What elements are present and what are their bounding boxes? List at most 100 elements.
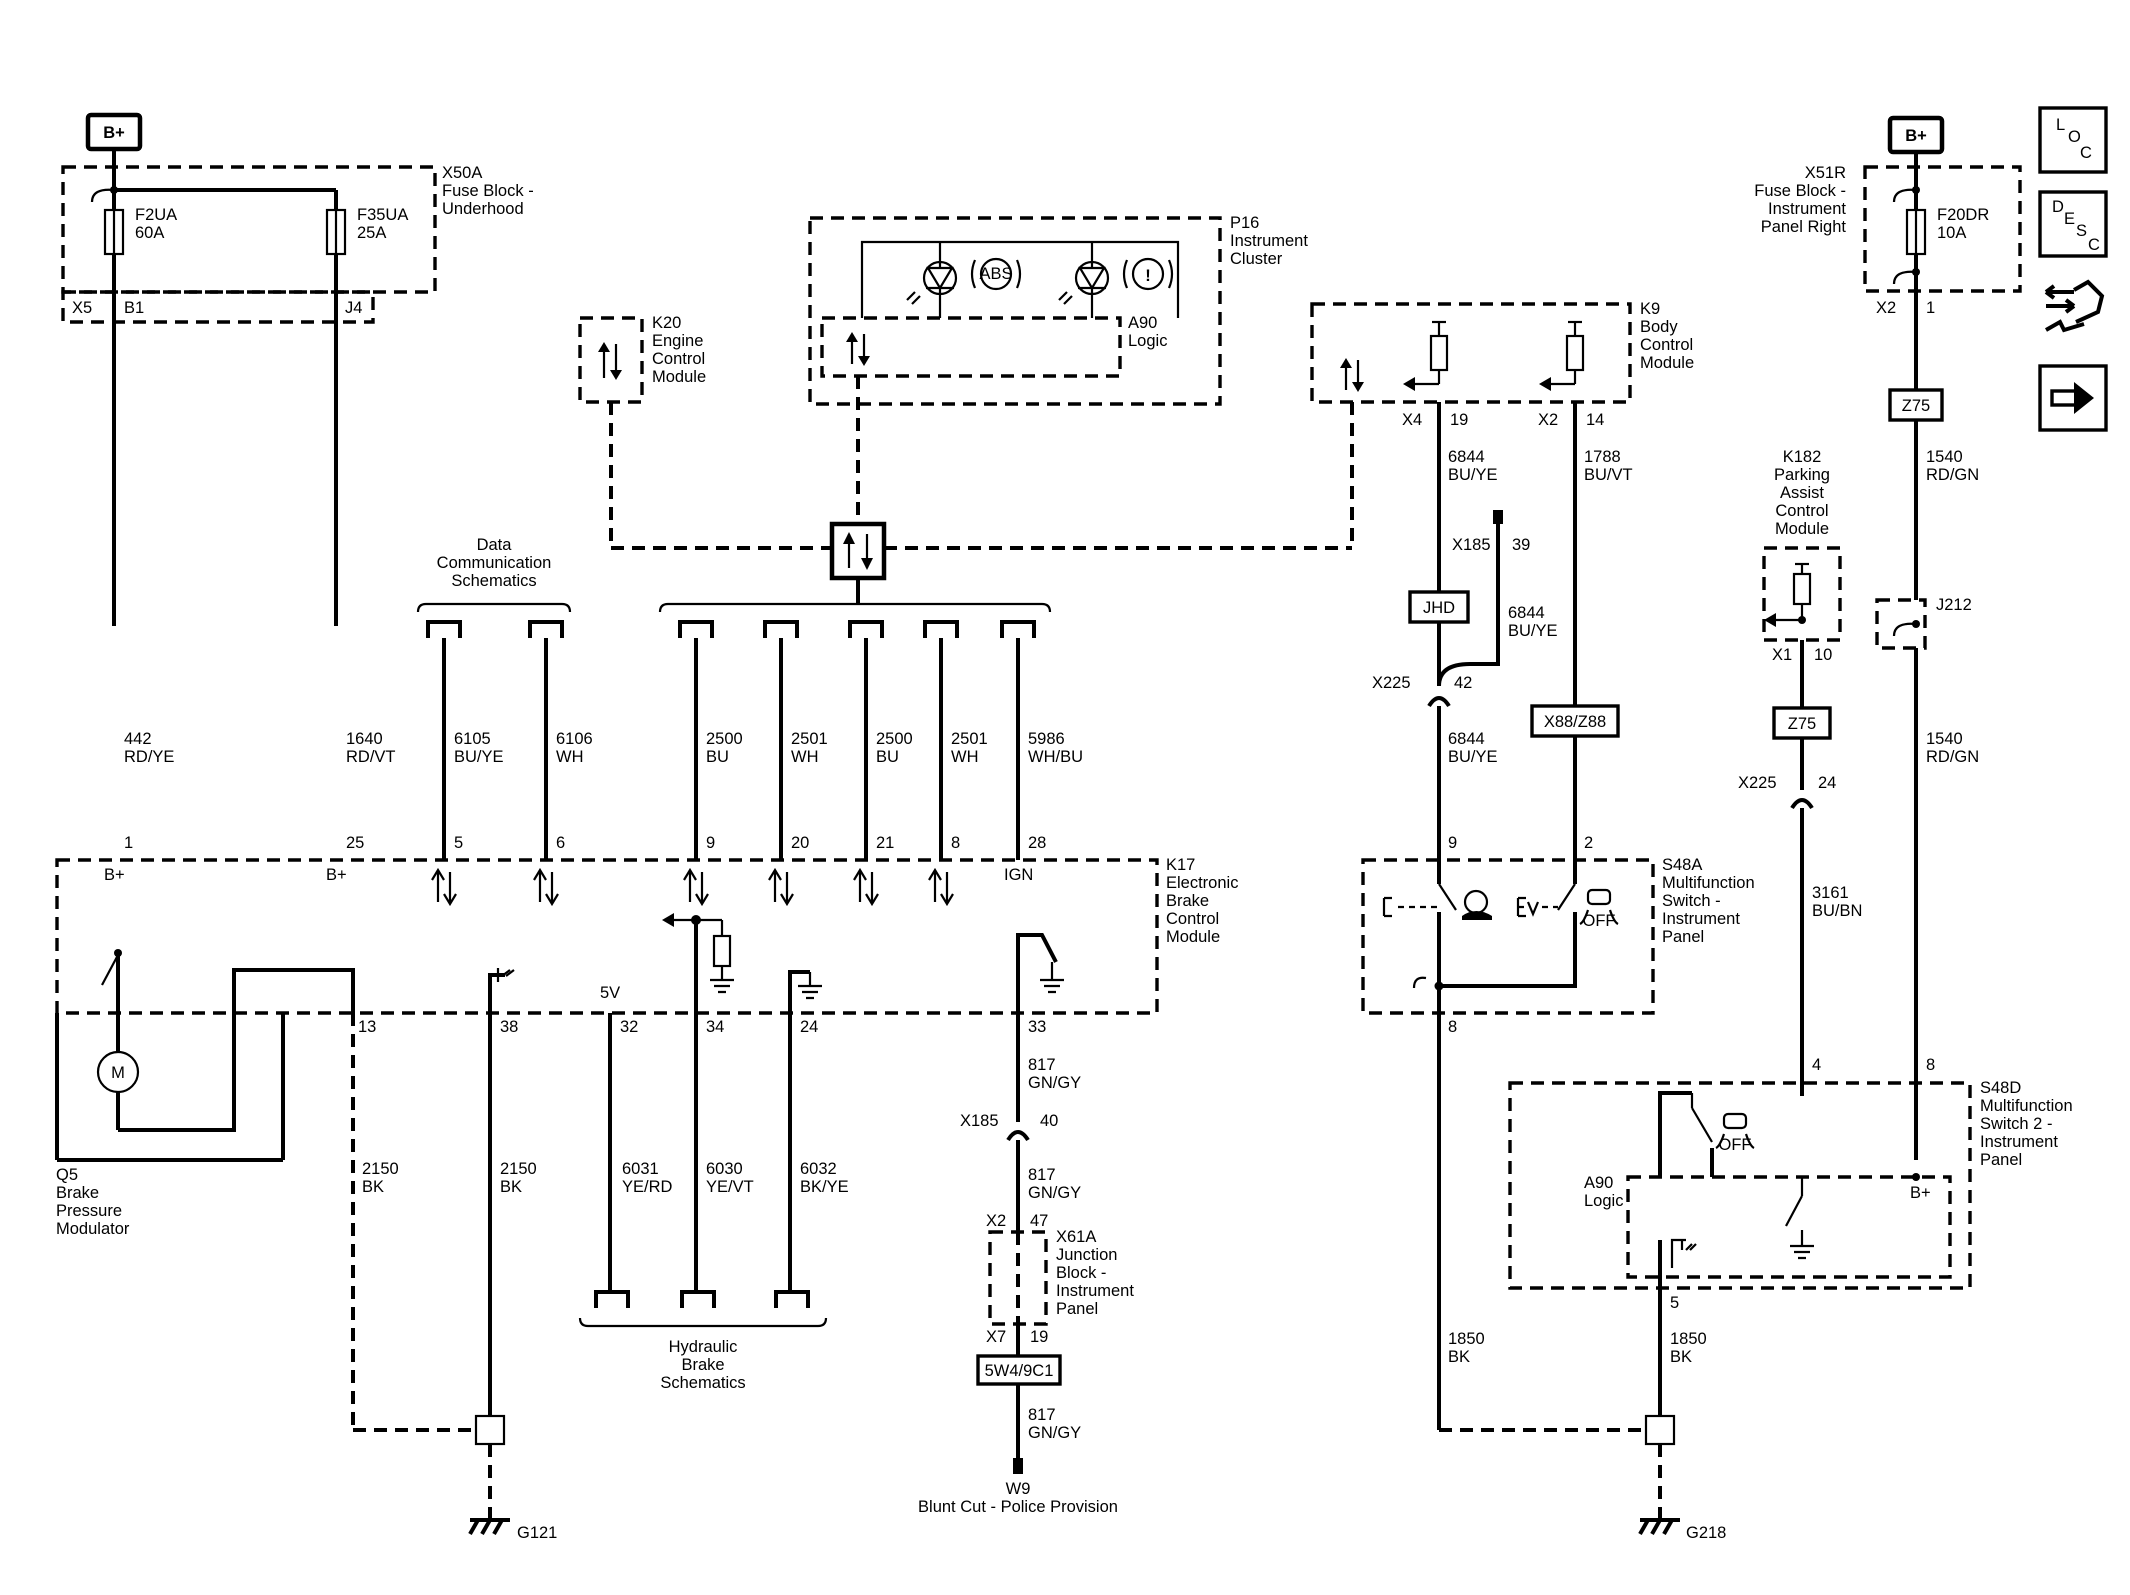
nav-description-button[interactable]: D E S C: [2038, 190, 2108, 258]
svg-text:X2: X2: [986, 1212, 1006, 1230]
svg-text:BU/YE: BU/YE: [1448, 466, 1498, 484]
svg-text:Brake: Brake: [681, 1356, 724, 1374]
svg-text:38: 38: [500, 1018, 518, 1036]
svg-text:1: 1: [124, 834, 133, 852]
svg-text:Fuse Block -: Fuse Block -: [442, 182, 534, 200]
svg-text:Brake: Brake: [1166, 892, 1209, 910]
svg-text:2501: 2501: [951, 730, 988, 748]
svg-text:60A: 60A: [135, 224, 164, 242]
svg-text:Block -: Block -: [1056, 1264, 1106, 1282]
svg-text:6032: 6032: [800, 1160, 837, 1178]
svg-text:Logic: Logic: [1128, 332, 1167, 350]
svg-text:Brake: Brake: [56, 1184, 99, 1202]
svg-text:X2: X2: [1876, 299, 1896, 317]
next-page-button[interactable]: [2038, 364, 2108, 432]
connector-tool-icon[interactable]: [2044, 279, 2105, 333]
svg-text:Schematics: Schematics: [451, 572, 536, 590]
svg-text:6844: 6844: [1448, 448, 1485, 466]
data-communication-schematics: Data Communication Schematics: [416, 536, 1052, 638]
svg-text:X50A: X50A: [442, 164, 482, 182]
svg-text:G218: G218: [1686, 1524, 1726, 1542]
svg-text:YE/VT: YE/VT: [706, 1178, 754, 1196]
svg-text:GN/GY: GN/GY: [1028, 1184, 1081, 1202]
svg-text:817: 817: [1028, 1166, 1056, 1184]
svg-text:Panel Right: Panel Right: [1761, 218, 1847, 236]
svg-text:Instrument: Instrument: [1662, 910, 1740, 928]
svg-text:Multifunction: Multifunction: [1980, 1097, 2073, 1115]
ebcm-module: K17 Electronic Brake Control Module 1 25…: [55, 834, 1238, 1238]
svg-text:BU/YE: BU/YE: [1448, 748, 1498, 766]
svg-text:Body: Body: [1640, 318, 1678, 336]
svg-text:BU: BU: [876, 748, 899, 766]
svg-text:47: 47: [1030, 1212, 1048, 1230]
svg-text:817: 817: [1028, 1056, 1056, 1074]
svg-text:8: 8: [1926, 1056, 1935, 1074]
svg-text:25A: 25A: [357, 224, 386, 242]
svg-text:WH/BU: WH/BU: [1028, 748, 1083, 766]
svg-text:F20DR: F20DR: [1937, 206, 1989, 224]
svg-text:C: C: [2088, 236, 2100, 254]
svg-text:M: M: [111, 1064, 125, 1082]
svg-text:20: 20: [791, 834, 809, 852]
svg-text:B+: B+: [103, 124, 125, 142]
svg-text:Cluster: Cluster: [1230, 250, 1283, 268]
switch-s48a: S48A Multifunction Switch - Instrument P…: [1361, 834, 1755, 1036]
svg-text:Instrument: Instrument: [1980, 1133, 2058, 1151]
svg-text:F35UA: F35UA: [357, 206, 408, 224]
svg-text:B+: B+: [104, 866, 125, 884]
svg-text:S: S: [2076, 222, 2087, 240]
svg-text:X7: X7: [986, 1328, 1006, 1346]
svg-text:1850: 1850: [1448, 1330, 1485, 1348]
ebcm-data-ports: [431, 867, 954, 907]
svg-text:6844: 6844: [1508, 604, 1545, 622]
hydraulic-brake-schematics: Hydraulic Brake Schematics: [578, 1290, 828, 1392]
svg-text:B+: B+: [1910, 1184, 1931, 1202]
svg-text:Engine: Engine: [652, 332, 703, 350]
svg-text:Panel: Panel: [1056, 1300, 1098, 1318]
svg-text:25: 25: [346, 834, 364, 852]
svg-text:Control: Control: [1640, 336, 1693, 354]
svg-text:Switch -: Switch -: [1662, 892, 1721, 910]
body-control-module: K9 Body Control Module X4 19 X2 14: [1310, 300, 1694, 429]
battery-left: B+: [85, 112, 143, 167]
svg-text:19: 19: [1030, 1328, 1048, 1346]
svg-text:X185: X185: [960, 1112, 999, 1130]
serial-data-bus: [609, 376, 1354, 604]
svg-text:OFF: OFF: [1583, 912, 1616, 930]
svg-text:2501: 2501: [791, 730, 828, 748]
svg-text:24: 24: [1818, 774, 1836, 792]
svg-text:BU/BN: BU/BN: [1812, 902, 1862, 920]
svg-text:Assist: Assist: [1780, 484, 1824, 502]
svg-text:Module: Module: [652, 368, 706, 386]
nav-location-button[interactable]: L O C: [2038, 106, 2108, 174]
svg-text:33: 33: [1028, 1018, 1046, 1036]
svg-text:5986: 5986: [1028, 730, 1065, 748]
ground-g121: G121: [468, 1518, 557, 1542]
svg-text:GN/GY: GN/GY: [1028, 1424, 1081, 1442]
svg-text:W9: W9: [1006, 1480, 1031, 1498]
svg-text:Control: Control: [1166, 910, 1219, 928]
svg-text:442: 442: [124, 730, 152, 748]
svg-text:Junction: Junction: [1056, 1246, 1117, 1264]
svg-text:Module: Module: [1166, 928, 1220, 946]
svg-text:X225: X225: [1372, 674, 1411, 692]
svg-text:YE/RD: YE/RD: [622, 1178, 673, 1196]
svg-text:9: 9: [1448, 834, 1457, 852]
svg-text:X1: X1: [1772, 646, 1792, 664]
svg-text:19: 19: [1450, 411, 1468, 429]
svg-text:14: 14: [1586, 411, 1604, 429]
svg-text:Parking: Parking: [1774, 466, 1830, 484]
svg-text:9: 9: [706, 834, 715, 852]
svg-text:6: 6: [556, 834, 565, 852]
svg-text:K20: K20: [652, 314, 681, 332]
svg-text:ABS: ABS: [979, 265, 1012, 283]
svg-text:8: 8: [1448, 1018, 1457, 1036]
svg-text:L: L: [2056, 116, 2065, 134]
svg-text:1850: 1850: [1670, 1330, 1707, 1348]
svg-text:Switch 2 -: Switch 2 -: [1980, 1115, 2052, 1133]
svg-text:Schematics: Schematics: [660, 1374, 745, 1392]
svg-text:S48A: S48A: [1662, 856, 1702, 874]
svg-text:X5: X5: [72, 299, 92, 317]
svg-text:2150: 2150: [500, 1160, 537, 1178]
svg-text:2: 2: [1584, 834, 1593, 852]
